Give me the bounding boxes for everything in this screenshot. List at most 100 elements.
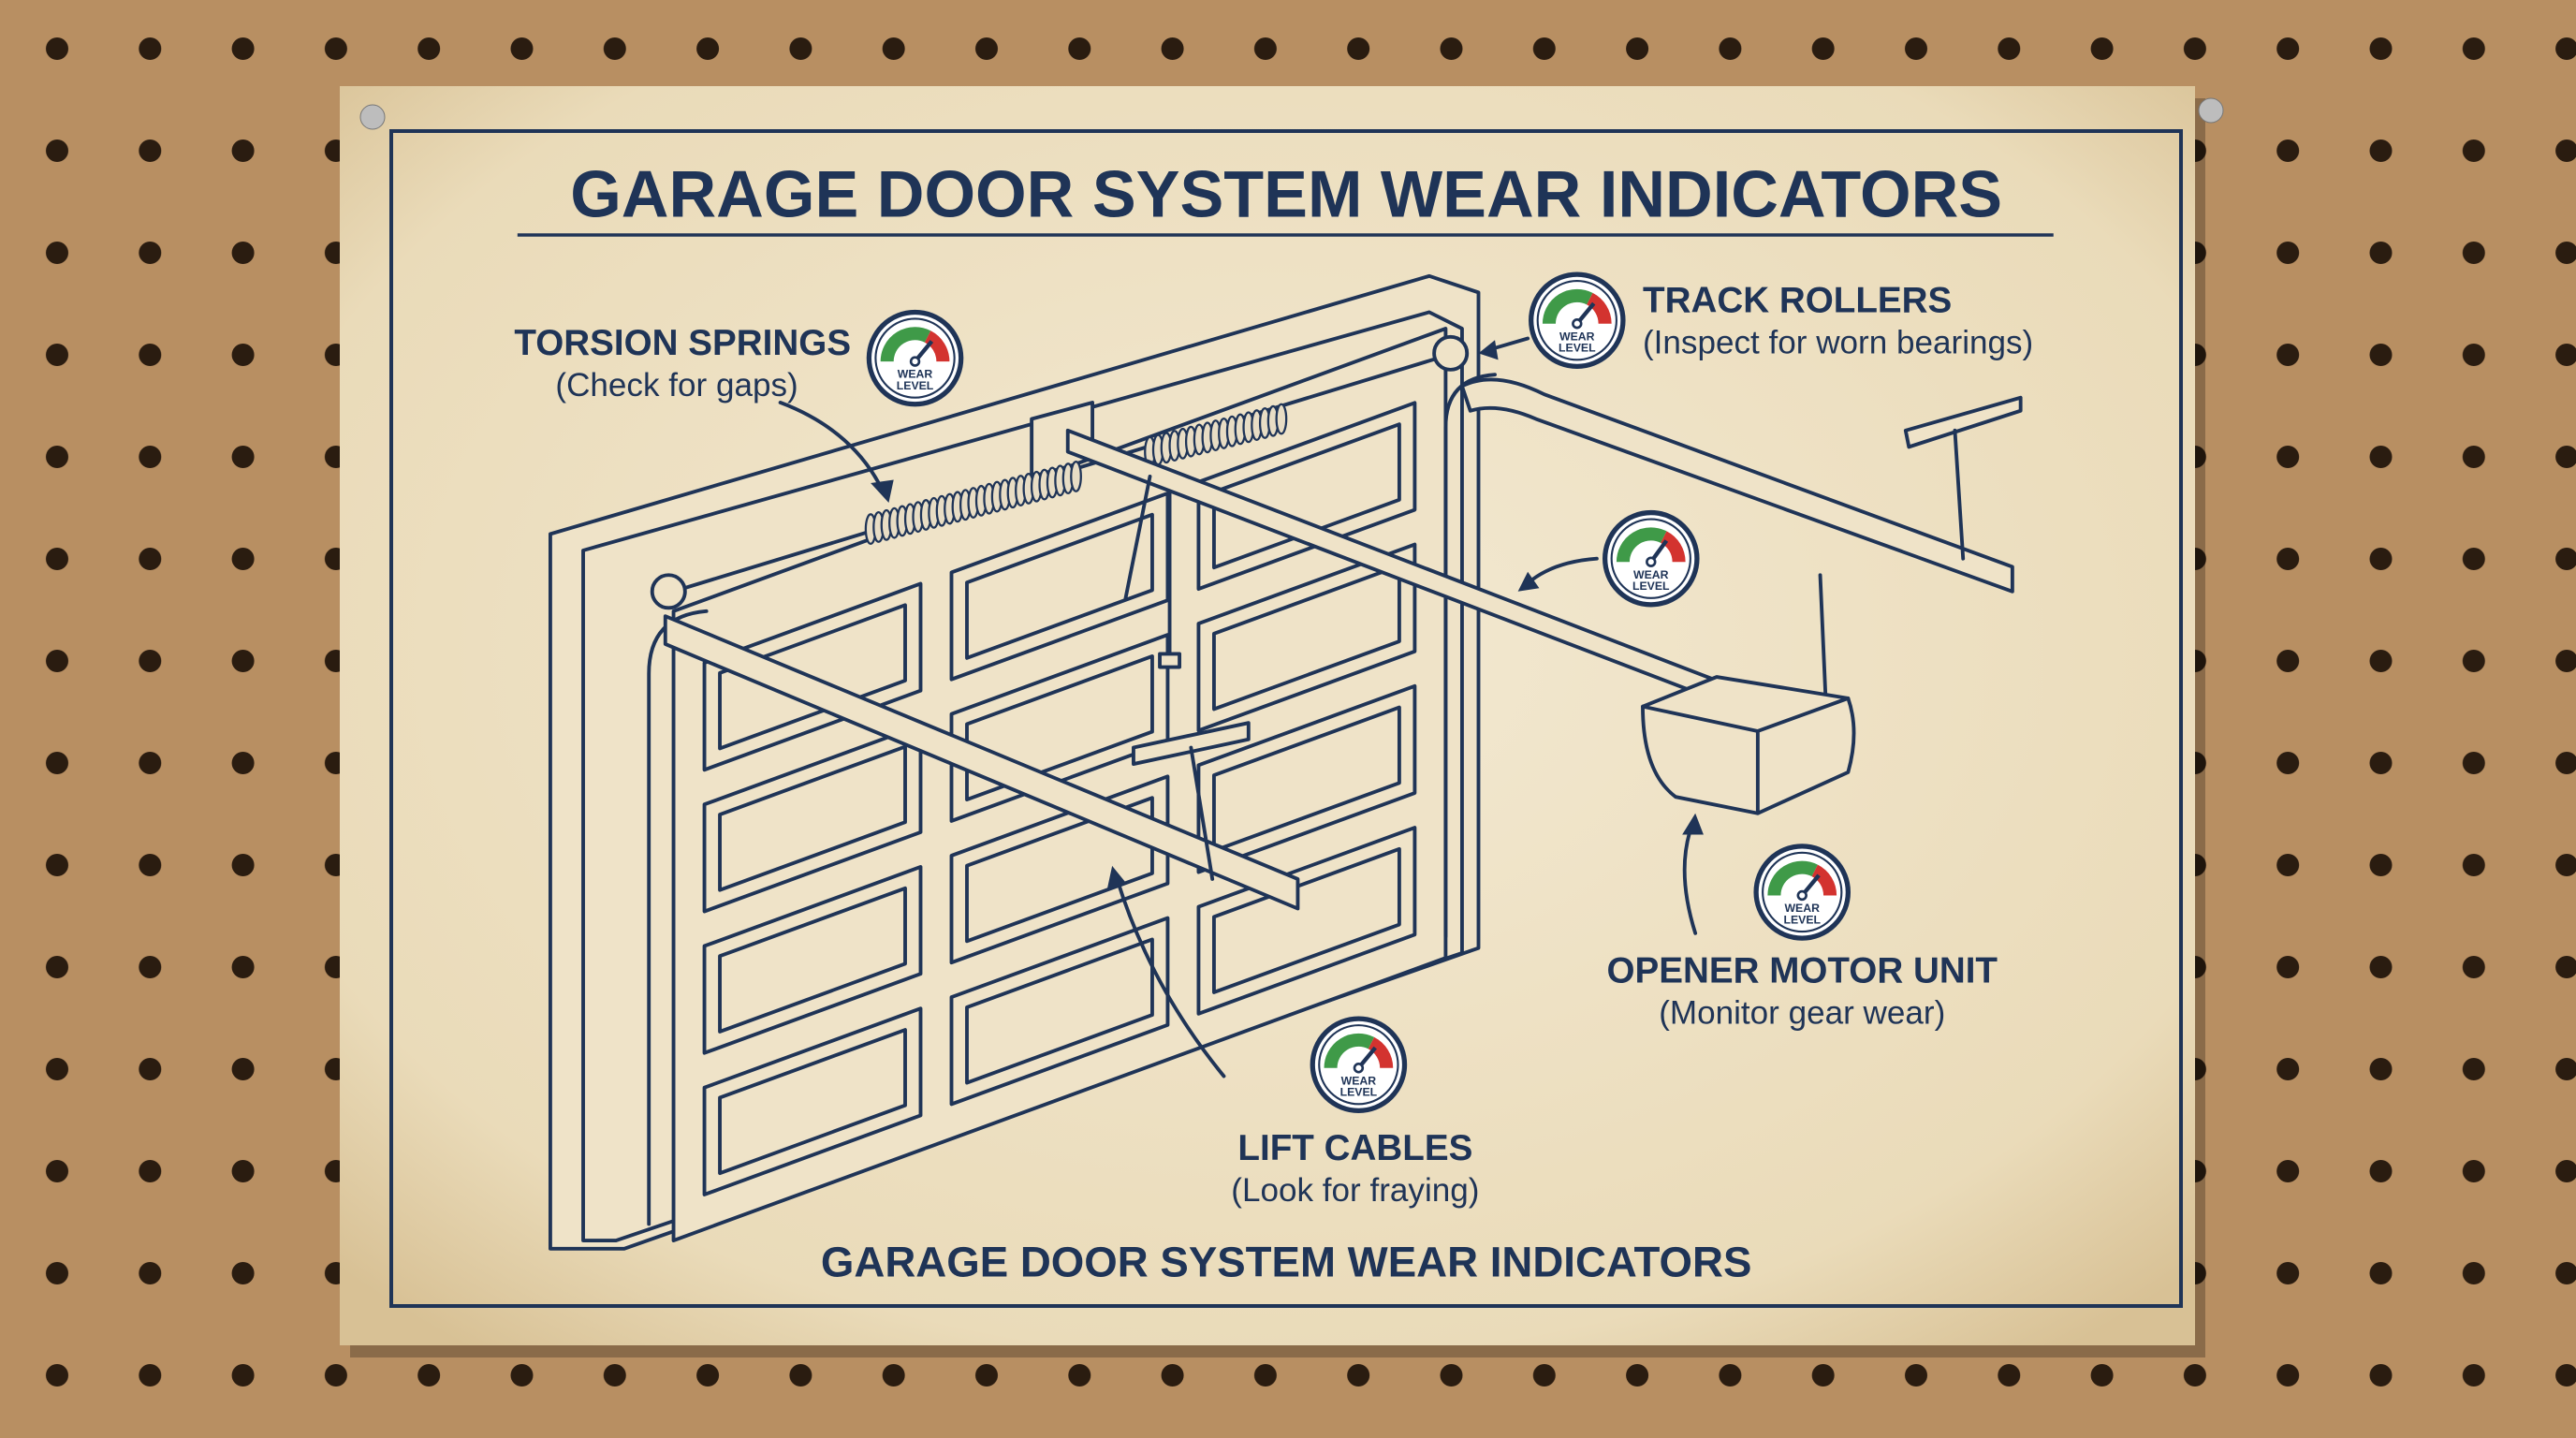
- gauge-pivot: [909, 356, 921, 367]
- ceiling-hanger: [1953, 428, 1966, 561]
- garage-door-diagram: [548, 273, 2023, 1251]
- right-vertical-track: [1443, 373, 1497, 939]
- callout-label: OPENER MOTOR UNIT: [1606, 950, 1998, 990]
- wear-gauges: WEARLEVELWEARLEVELWEARLEVELWEARLEVELWEAR…: [866, 271, 1852, 1114]
- gauge-pivot: [1572, 318, 1583, 330]
- gauge-red-zone: [1811, 864, 1837, 896]
- torsion-springs: [864, 403, 1288, 546]
- door-panel: [702, 1006, 923, 1196]
- poster-title: GARAGE DOOR SYSTEM WEAR INDICATORS: [570, 157, 2002, 231]
- gauge-text-level: LEVEL: [897, 379, 934, 392]
- arrowhead: [1682, 813, 1704, 835]
- door-panel-inset: [1212, 846, 1401, 994]
- gauge-green-zone: [880, 327, 931, 362]
- callout-note: (Check for gaps): [555, 367, 798, 404]
- arrowhead: [1517, 571, 1540, 592]
- gauge-text-wear: WEAR: [1784, 902, 1820, 915]
- door-panel-inset: [1212, 422, 1401, 570]
- arrow-opener-motor: [1682, 823, 1698, 935]
- door-panel-inset: [718, 744, 907, 892]
- arrow-lift-cables: [1115, 876, 1226, 1078]
- center-hanger-strut: [1189, 745, 1215, 881]
- door-panel-inset: [965, 654, 1154, 802]
- gauge-green-zone: [1616, 527, 1667, 563]
- gauge-green-zone: [1767, 860, 1818, 896]
- spring-coil: [1070, 461, 1082, 492]
- gauge-inner-ring: [1762, 851, 1843, 933]
- gauge-inner-ring: [1610, 518, 1691, 599]
- door-panel-inset: [718, 1028, 907, 1176]
- gauge-text-level: LEVEL: [1559, 342, 1596, 355]
- gauge-inner-ring: [1318, 1024, 1399, 1106]
- gauge-text-wear: WEAR: [898, 368, 933, 381]
- arrow-torsion-springs: [778, 401, 886, 495]
- ceiling-bracket: [1903, 395, 2023, 449]
- callout-torsion-springs: TORSION SPRINGS (Check for gaps): [514, 323, 851, 404]
- door-panel-inset: [718, 603, 907, 751]
- cable-drum-right: [1432, 334, 1470, 372]
- door-panel-inset: [965, 512, 1154, 660]
- gauge-red-zone: [1368, 1036, 1394, 1069]
- footer-title: GARAGE DOOR SYSTEM WEAR INDICATORS: [821, 1239, 1752, 1286]
- gauge-text-level: LEVEL: [1340, 1086, 1378, 1099]
- leader-arrows: [778, 336, 1704, 1078]
- gauge-inner-ring: [1536, 280, 1617, 361]
- callout-lift-cables: LIFT CABLES (Look for fraying): [1231, 1128, 1479, 1209]
- callout-label: TRACK ROLLERS: [1643, 280, 1952, 320]
- door-panel: [702, 865, 923, 1055]
- gauge-red-zone: [1660, 531, 1686, 563]
- opener-motor-edges: [1641, 696, 1851, 815]
- door-panel: [1196, 401, 1417, 592]
- door-panel: [1196, 826, 1417, 1016]
- opener-motor-unit: [1641, 675, 1856, 815]
- gauge-pivot: [1353, 1063, 1365, 1074]
- gauge-text-level: LEVEL: [1783, 913, 1821, 926]
- door-panel-inset: [965, 937, 1154, 1085]
- gauge-text-wear: WEAR: [1559, 330, 1595, 343]
- gauge-text-wear: WEAR: [1341, 1074, 1377, 1087]
- callout-opener-motor-unit: OPENER MOTOR UNIT (Monitor gear wear): [1606, 950, 1998, 1031]
- door-panel: [949, 491, 1170, 682]
- door-panel: [1196, 542, 1417, 733]
- gauge-text-level: LEVEL: [1632, 580, 1670, 593]
- arrowhead: [871, 479, 894, 504]
- cable-weight: [1158, 652, 1182, 669]
- poster: GARAGE DOOR SYSTEM WEAR INDICATORS: [340, 86, 2224, 1357]
- door-panel-inset: [1212, 564, 1401, 712]
- right-horizontal-track: [1460, 377, 2014, 594]
- gauge-inner-ring: [874, 317, 956, 399]
- pushpin-right: [2198, 97, 2224, 124]
- door-panel: [702, 723, 923, 914]
- callout-track-rollers: TRACK ROLLERS (Inspect for worn bearings…: [1643, 280, 2033, 360]
- door-panel-inset: [1212, 705, 1401, 853]
- door-arm: [1123, 475, 1152, 602]
- callout-note: (Inspect for worn bearings): [1643, 324, 2033, 360]
- arrowhead: [1106, 865, 1127, 889]
- door-panel: [949, 916, 1170, 1107]
- gauge-pivot: [1796, 889, 1808, 902]
- spring-coil: [1275, 403, 1288, 435]
- left-vertical-track: [647, 609, 709, 1226]
- gauge-red-zone: [1586, 292, 1612, 325]
- gauge-red-zone: [924, 330, 950, 362]
- cable-drum-left: [650, 573, 687, 610]
- pushpin-left: [359, 104, 386, 130]
- left-horizontal-track: [663, 614, 1300, 911]
- door-panel-inset: [718, 886, 907, 1034]
- callout-label: TORSION SPRINGS: [514, 323, 851, 363]
- gauge-green-zone: [1542, 288, 1593, 325]
- callout-note: (Monitor gear wear): [1659, 994, 1945, 1031]
- poster-border: [389, 129, 2183, 1308]
- callout-label: LIFT CABLES: [1237, 1128, 1472, 1168]
- gauge-green-zone: [1324, 1033, 1375, 1069]
- gauge-text-wear: WEAR: [1633, 568, 1669, 581]
- center-hanger-bracket: [1132, 721, 1251, 767]
- callout-note: (Look for fraying): [1231, 1172, 1479, 1209]
- gauge-pivot: [1646, 556, 1657, 567]
